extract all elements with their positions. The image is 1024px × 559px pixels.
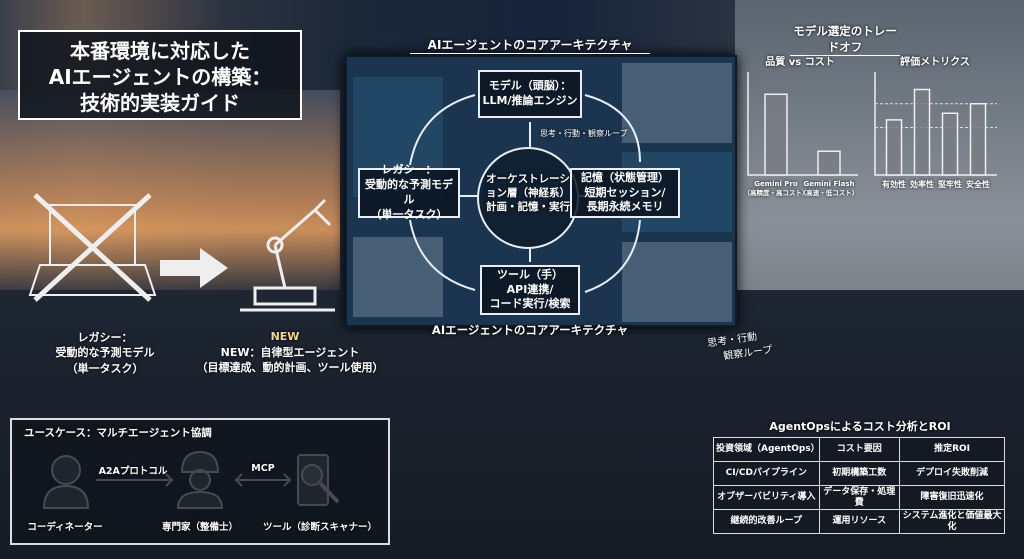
box-text: ツール（手） <box>497 267 563 281</box>
caption-line: 受動的な予測モデル <box>55 346 155 360</box>
cell: システム進化と価値最大化 <box>899 509 1005 534</box>
circle-text: ョン層（神経系） <box>486 187 570 200</box>
chart-category-label: 有効性 <box>859 180 929 190</box>
usecase-title: ユースケース：マルチエージェント協調 <box>24 427 212 439</box>
chart-category-label: Gemini Pro（高精度・高コスト） <box>741 180 811 198</box>
category-sub: （高速・低コスト） <box>799 189 859 198</box>
loop-label: 思考・行動・観察ループ <box>540 129 628 138</box>
usecase-panel <box>10 418 390 545</box>
sunset-window <box>0 90 340 290</box>
tradeoff-title: モデル選定のトレードオフ <box>790 23 900 56</box>
actor-specialist: 専門家（整備士） <box>161 522 238 533</box>
category-sub: （高精度・高コスト） <box>743 189 809 198</box>
header-cell: 推定ROI <box>899 437 1005 462</box>
tools-box: ツール（手）API連携/コード実行/検索 <box>480 265 580 315</box>
architecture-title: AIエージェントのコアアーキテクチャ <box>410 36 650 54</box>
category-name: Gemini Pro <box>754 180 798 188</box>
circle-text: オーケストレーシ <box>486 173 570 185</box>
chart-title-quality-cost: 品質 vs コスト <box>765 57 835 68</box>
caption-line: レガシー： <box>77 331 133 344</box>
cell: データ保存・処理費 <box>818 485 901 510</box>
box-text: 短期セッション/ <box>584 185 666 199</box>
chart-category-label: 効率性 <box>887 180 957 190</box>
box-text: レガシー： <box>381 163 437 177</box>
chart-bar <box>941 112 959 176</box>
box-text: コード実行/検索 <box>489 297 571 311</box>
main-title: 本番環境に対応した AIエージェントの構築： 技術的実装ガイド <box>18 30 302 120</box>
chart-category-label: 安全性 <box>943 180 1013 190</box>
box-text: 長期永続メモリ <box>586 200 664 214</box>
table-row: オブザーバビリティ導入データ保存・処理費障害復旧迅速化 <box>713 485 1005 510</box>
tradeoff-charts <box>747 72 997 176</box>
new-caption: NEW：自律型エージェント （目標達成、動的計画、ツール使用） <box>180 345 400 376</box>
chart-bar <box>764 93 788 176</box>
title-line: 技術的実装ガイド <box>80 91 240 115</box>
orchestration-layer: オーケストレーション層（神経系）計画・記憶・実行 <box>478 172 578 215</box>
cell: デプロイ失敗削減 <box>899 461 1005 486</box>
title-line: 本番環境に対応した <box>70 39 250 63</box>
category-name: 安全性 <box>966 180 990 189</box>
cell: CI/CDパイプライン <box>713 461 820 486</box>
category-name: 効率性 <box>910 180 934 189</box>
cell: 運用リソース <box>818 509 901 534</box>
roi-title: AgentOpsによるコスト分析とROI <box>769 420 951 433</box>
cell: オブザーバビリティ導入 <box>713 485 820 510</box>
a2a-protocol-label: A2Aプロトコル <box>98 466 168 477</box>
box-text: （単一タスク） <box>370 207 448 221</box>
category-name: 有効性 <box>882 180 906 189</box>
caption-line: （単一タスク） <box>66 361 144 375</box>
chart-bar <box>969 103 987 176</box>
box-text: LLM/推論エンジン <box>482 94 578 107</box>
cell: 継続的改善ループ <box>713 509 820 534</box>
model-box: モデル（頭脳）：LLM/推論エンジン <box>478 70 582 118</box>
circle-text: 計画・記憶・実行 <box>486 201 570 214</box>
header-cell: 投資領域（AgentOps） <box>713 437 820 462</box>
category-name: Gemini Flash <box>803 180 855 188</box>
chart-category-label: Gemini Flash（高速・低コスト） <box>794 180 864 198</box>
chart-bar <box>885 119 903 176</box>
table-row: 継続的改善ループ運用リソースシステム進化と価値最大化 <box>713 509 1005 534</box>
header-cell: コスト要因 <box>818 437 901 462</box>
box-text: API連携/ <box>506 282 554 296</box>
legacy-box: レガシー：受動的な予測モデル（単一タスク） <box>358 163 460 221</box>
chart-title-metrics: 評価メトリクス <box>900 57 970 68</box>
caption-line: （目標達成、動的計画、ツール使用） <box>196 361 384 375</box>
chart-bar <box>913 88 931 176</box>
cell: 障害復旧迅速化 <box>899 485 1005 510</box>
box-text: モデル（頭脳）： <box>488 79 572 93</box>
chart-bar <box>817 150 841 176</box>
arrow-right-icon <box>160 248 228 288</box>
legacy-laptop-icon <box>28 193 157 302</box>
new-badge: NEW <box>270 330 300 343</box>
robot-arm-icon <box>240 198 335 312</box>
table-row: CI/CDパイプライン初期構築工数デプロイ失敗削減 <box>713 461 1005 486</box>
cell: 初期構築工数 <box>818 461 901 486</box>
chart-category-label: 堅牢性 <box>915 180 985 190</box>
box-text: 記憶（状態管理） <box>581 170 669 184</box>
architecture-caption: AIエージェントのコアアーキテクチャ <box>431 323 629 337</box>
memory-box: 記憶（状態管理）短期セッション/長期永続メモリ <box>570 168 680 218</box>
actor-coordinator: コーディネーター <box>27 522 103 533</box>
roi-table: 投資領域（AgentOps）コスト要因推定ROI CI/CDパイプライン初期構築… <box>713 437 1005 534</box>
table-header-row: 投資領域（AgentOps）コスト要因推定ROI <box>713 437 1005 462</box>
legacy-caption: レガシー： 受動的な予測モデル（単一タスク） <box>20 330 190 376</box>
title-line: AIエージェントの構築： <box>48 65 272 89</box>
caption-line: NEW：自律型エージェント <box>220 346 360 359</box>
actor-tool: ツール（診断スキャナー） <box>262 522 377 533</box>
box-text: 受動的な予測モデル <box>365 178 453 206</box>
category-name: 堅牢性 <box>938 180 962 189</box>
mcp-label: MCP <box>251 463 275 474</box>
